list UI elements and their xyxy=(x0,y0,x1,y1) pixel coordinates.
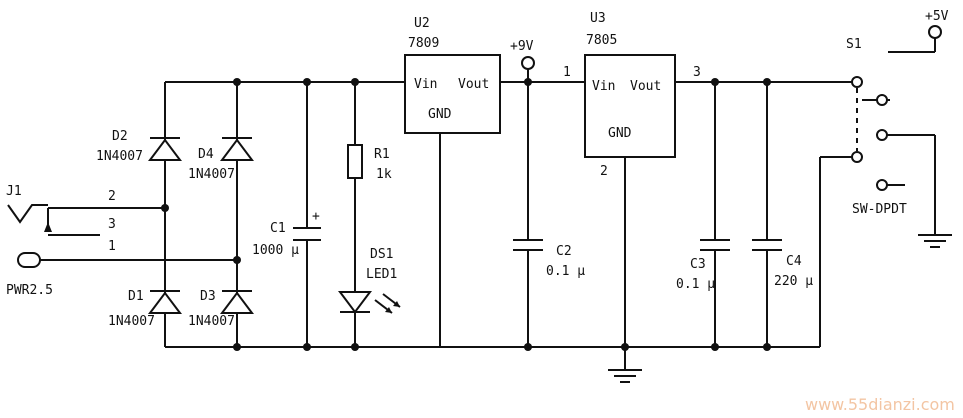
j1-ref-label: J1 xyxy=(6,184,22,199)
u3-pin2-label: 2 xyxy=(600,164,608,179)
ds1-ref-label: DS1 xyxy=(370,247,393,262)
u3-regulator xyxy=(584,54,676,158)
c4-value-label: 220 μ xyxy=(774,274,813,289)
plus9v-testpoint xyxy=(521,56,535,70)
c3-ref-label: C3 xyxy=(690,257,706,272)
s1-part-label: SW-DPDT xyxy=(852,202,907,217)
u2-part-label: 7809 xyxy=(408,36,439,51)
ds1-led xyxy=(338,291,401,314)
j1-pin3-label: 3 xyxy=(108,217,116,232)
c3-value-label: 0.1 μ xyxy=(676,277,715,292)
r1-resistor xyxy=(347,144,363,179)
wires xyxy=(37,38,936,370)
r1-value-label: 1k xyxy=(376,167,392,182)
s1-contacts xyxy=(851,76,888,191)
d2-part-label: 1N4007 xyxy=(96,149,143,164)
ground-symbols xyxy=(608,234,952,383)
c1-ref-label: C1 xyxy=(270,221,286,236)
d3-ref-label: D3 xyxy=(200,289,216,304)
c2-capacitor xyxy=(513,239,543,251)
u3-gnd-label: GND xyxy=(608,126,632,141)
j1-pin1-label: 1 xyxy=(108,239,116,254)
u2-gnd-label: GND xyxy=(428,107,452,122)
u2-vout-label: Vout xyxy=(458,77,489,92)
c2-value-label: 0.1 μ xyxy=(546,264,585,279)
j1-pin2-label: 2 xyxy=(108,189,116,204)
u3-pin1-label: 1 xyxy=(563,65,571,80)
plus5v-label: +5V xyxy=(925,9,949,24)
u3-vin-label: Vin xyxy=(592,79,615,94)
c4-ref-label: C4 xyxy=(786,254,802,269)
d1-ref-label: D1 xyxy=(128,289,144,304)
u3-part-label: 7805 xyxy=(586,33,617,48)
junction-dots xyxy=(161,78,771,351)
d4-part-label: 1N4007 xyxy=(188,167,235,182)
led-arrows xyxy=(385,301,400,313)
c1-value-label: 1000 μ xyxy=(252,243,299,258)
c1-capacitor xyxy=(293,227,321,241)
j1-jack xyxy=(7,204,48,268)
s1-ref-label: S1 xyxy=(846,37,862,52)
u3-vout-label: Vout xyxy=(630,79,661,94)
d4-ref-label: D4 xyxy=(198,147,214,162)
r1-ref-label: R1 xyxy=(374,147,390,162)
bridge-diodes xyxy=(148,137,254,314)
c4-capacitor xyxy=(752,239,782,251)
u2-regulator xyxy=(404,54,501,134)
u3-pin3-label: 3 xyxy=(693,65,701,80)
j1-part-label: PWR2.5 xyxy=(6,283,53,298)
watermark-text: www.55dianzi.com xyxy=(805,395,955,414)
c3-capacitor xyxy=(700,239,730,251)
c1-plus-label: + xyxy=(312,209,320,224)
u2-vin-label: Vin xyxy=(414,77,437,92)
d2-ref-label: D2 xyxy=(112,129,128,144)
plus5v-testpoint xyxy=(928,25,942,39)
j1-contact-arrow xyxy=(44,222,52,232)
u3-ref-label: U3 xyxy=(590,11,606,26)
plus9v-label: +9V xyxy=(510,39,534,54)
d3-part-label: 1N4007 xyxy=(188,314,235,329)
d1-part-label: 1N4007 xyxy=(108,314,155,329)
ds1-part-label: LED1 xyxy=(366,267,397,282)
c2-ref-label: C2 xyxy=(556,244,572,259)
u2-ref-label: U2 xyxy=(414,16,430,31)
